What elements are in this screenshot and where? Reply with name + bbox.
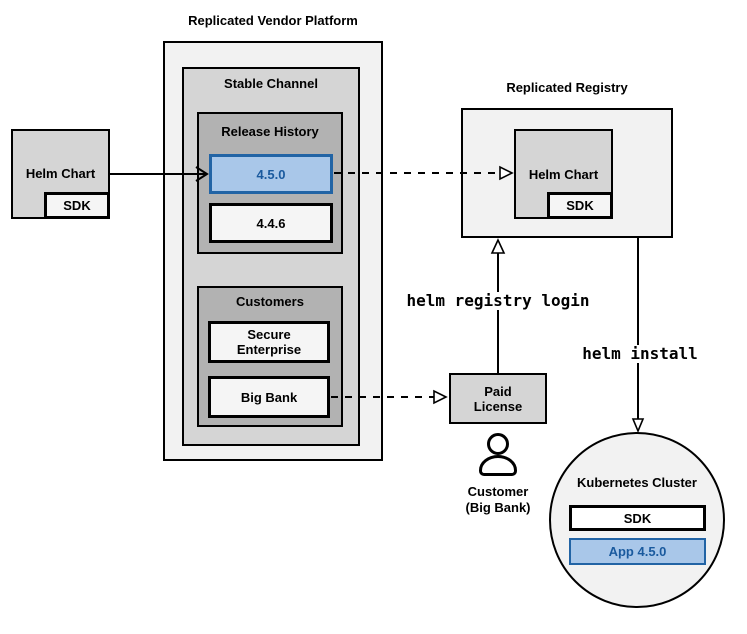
stable-channel-label: Stable Channel xyxy=(224,76,318,91)
registry-sdk-label: SDK xyxy=(566,198,594,213)
customer-caption-line2: (Big Bank) xyxy=(465,500,531,515)
customer-big-bank-box: Big Bank xyxy=(208,376,330,418)
customers-label: Customers xyxy=(236,294,304,309)
customer-caption-line1: Customer xyxy=(467,484,529,499)
paid-license-line1: Paid xyxy=(484,383,512,399)
cluster-app-label: App 4.5.0 xyxy=(608,544,667,559)
customer-secure-enterprise-box: Secure Enterprise xyxy=(208,321,330,363)
source-helm-chart-label: Helm Chart xyxy=(25,166,96,181)
paid-license-line2: License xyxy=(473,398,523,414)
big-bank-label: Big Bank xyxy=(240,389,298,405)
release-450-label: 4.5.0 xyxy=(256,166,286,182)
release-446-box: 4.4.6 xyxy=(209,203,333,243)
secure-enterprise-line2: Enterprise xyxy=(236,342,302,357)
cluster-sdk-label: SDK xyxy=(623,510,652,526)
platform-title: Replicated Vendor Platform xyxy=(188,13,358,28)
source-sdk-label: SDK xyxy=(63,198,91,213)
source-sdk-box: SDK xyxy=(44,192,110,219)
arrowhead-registry-to-cluster-icon xyxy=(631,418,645,434)
kubernetes-cluster-label: Kubernetes Cluster xyxy=(577,475,697,490)
cmd-helm-install: helm install xyxy=(578,345,702,363)
release-446-label: 4.4.6 xyxy=(256,215,286,231)
arrowhead-bigbank-to-license-icon xyxy=(433,389,448,405)
arrowhead-license-to-registry-icon xyxy=(490,238,506,254)
registry-title: Replicated Registry xyxy=(506,80,628,95)
registry-sdk-box: SDK xyxy=(547,192,613,219)
release-history-label: Release History xyxy=(221,124,319,139)
secure-enterprise-line1: Secure xyxy=(247,327,291,342)
cmd-helm-registry-login: helm registry login xyxy=(399,292,597,310)
person-icon xyxy=(479,433,517,476)
cluster-app-box: App 4.5.0 xyxy=(569,538,706,565)
registry-helm-chart-label: Helm Chart xyxy=(528,167,599,182)
release-450-box: 4.5.0 xyxy=(209,154,333,194)
paid-license-box: Paid License xyxy=(449,373,547,424)
customer-caption: Customer (Big Bank) xyxy=(442,484,554,516)
cluster-sdk-box: SDK xyxy=(569,505,706,531)
